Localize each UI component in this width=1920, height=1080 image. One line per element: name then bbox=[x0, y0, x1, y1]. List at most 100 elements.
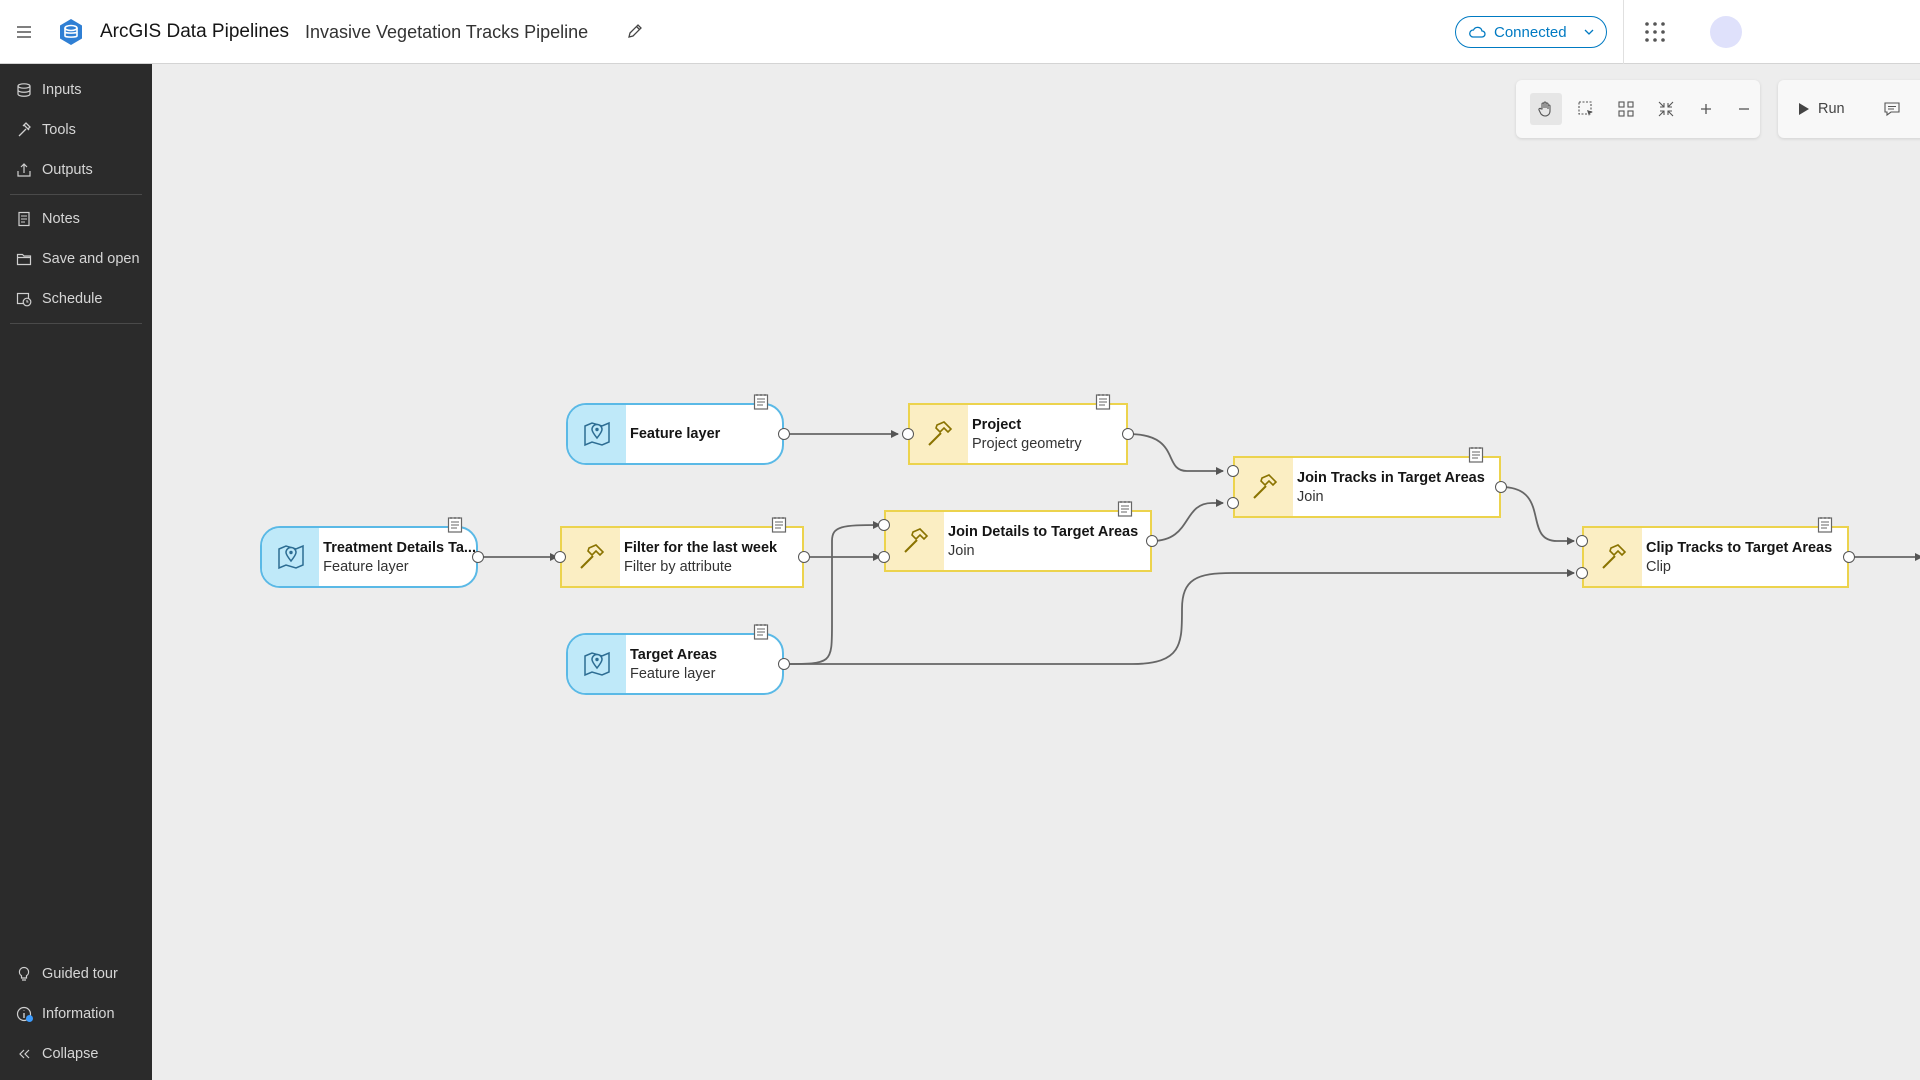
chevron-down-icon bbox=[1584, 29, 1594, 35]
app-launcher-grid-icon[interactable] bbox=[1643, 20, 1667, 44]
sidebar: Inputs Tools Outputs Notes Save and open… bbox=[0, 64, 152, 1080]
map-pin-layer-icon bbox=[568, 405, 626, 463]
sidebar-item-label: Notes bbox=[42, 211, 80, 227]
node-title: Filter for the last week bbox=[624, 539, 778, 556]
sidebar-item-guided-tour[interactable]: Guided tour bbox=[0, 956, 152, 992]
node-title: Target Areas bbox=[630, 646, 718, 663]
clock-calendar-icon bbox=[16, 292, 32, 307]
zoom-in-icon[interactable] bbox=[1690, 93, 1722, 125]
output-port[interactable] bbox=[1122, 428, 1134, 440]
input-port[interactable] bbox=[878, 551, 890, 563]
output-port[interactable] bbox=[1146, 535, 1158, 547]
sidebar-item-inputs[interactable]: Inputs bbox=[0, 72, 152, 108]
node-note-icon[interactable] bbox=[442, 512, 468, 538]
sidebar-item-outputs[interactable]: Outputs bbox=[0, 152, 152, 188]
sidebar-item-label: Information bbox=[42, 1006, 115, 1022]
input-port[interactable] bbox=[1227, 465, 1239, 477]
hammer-icon bbox=[1584, 528, 1642, 586]
output-port[interactable] bbox=[472, 551, 484, 563]
node-title: Treatment Details Ta... bbox=[323, 539, 476, 556]
messages-icon[interactable] bbox=[1876, 93, 1908, 125]
lightbulb-icon bbox=[18, 966, 30, 981]
input-port[interactable] bbox=[878, 519, 890, 531]
cloud-icon bbox=[1469, 26, 1486, 38]
sidebar-item-label: Outputs bbox=[42, 162, 93, 178]
sidebar-item-tools[interactable]: Tools bbox=[0, 112, 152, 148]
input-port[interactable] bbox=[1576, 535, 1588, 547]
app-title: ArcGIS Data Pipelines bbox=[100, 21, 290, 42]
zoom-to-fit-icon[interactable] bbox=[1650, 93, 1682, 125]
input-port[interactable] bbox=[1227, 497, 1239, 509]
node-note-icon[interactable] bbox=[1090, 389, 1116, 415]
info-icon bbox=[16, 1006, 32, 1022]
node-target-areas[interactable]: Target Areas Feature layer bbox=[566, 624, 784, 695]
output-port[interactable] bbox=[778, 428, 790, 440]
run-button[interactable]: Run bbox=[1798, 93, 1845, 125]
connection-status-button[interactable]: Connected bbox=[1455, 16, 1607, 48]
map-pin-layer-icon bbox=[568, 635, 626, 693]
notification-dot bbox=[26, 1015, 33, 1022]
node-subtitle: Project geometry bbox=[972, 435, 1082, 452]
node-project[interactable]: Project Project geometry bbox=[908, 394, 1128, 465]
chevrons-left-icon bbox=[19, 1049, 30, 1059]
node-note-icon[interactable] bbox=[766, 512, 792, 538]
output-port[interactable] bbox=[1495, 481, 1507, 493]
node-note-icon[interactable] bbox=[1812, 512, 1838, 538]
sidebar-divider bbox=[10, 323, 142, 324]
node-title: Join Details to Target Areas bbox=[948, 523, 1139, 540]
pipeline-title: Invasive Vegetation Tracks Pipeline bbox=[305, 22, 589, 42]
sidebar-item-save-and-open[interactable]: Save and open bbox=[0, 241, 152, 277]
pipeline-connections bbox=[478, 430, 1920, 665]
edge-join-details-to-join-tracks bbox=[1151, 499, 1224, 542]
sidebar-item-label: Collapse bbox=[42, 1046, 99, 1062]
sidebar-item-notes[interactable]: Notes bbox=[0, 201, 152, 237]
node-subtitle: Join bbox=[1297, 488, 1324, 505]
node-note-icon[interactable] bbox=[1463, 442, 1489, 468]
node-title: Feature layer bbox=[630, 426, 721, 442]
node-note-icon[interactable] bbox=[748, 389, 774, 415]
node-subtitle: Feature layer bbox=[323, 558, 409, 575]
sidebar-item-label: Tools bbox=[42, 122, 76, 138]
input-port[interactable] bbox=[554, 551, 566, 563]
auto-layout-icon[interactable] bbox=[1610, 93, 1642, 125]
sidebar-item-collapse[interactable]: Collapse bbox=[0, 1036, 152, 1072]
sidebar-item-schedule[interactable]: Schedule bbox=[0, 281, 152, 317]
node-title: Clip Tracks to Target Areas bbox=[1646, 539, 1833, 556]
hammer-icon bbox=[886, 512, 944, 570]
sidebar-item-label: Schedule bbox=[42, 291, 103, 307]
node-feature-layer[interactable]: Feature layer bbox=[566, 394, 784, 465]
edge-project-to-join-tracks bbox=[1127, 433, 1224, 475]
hammer-icon bbox=[18, 122, 31, 137]
input-port[interactable] bbox=[1576, 567, 1588, 579]
sidebar-divider bbox=[10, 194, 142, 195]
select-box-icon[interactable] bbox=[1570, 93, 1602, 125]
zoom-out-icon[interactable] bbox=[1728, 93, 1760, 125]
node-join-details[interactable]: Join Details to Target Areas Join bbox=[884, 501, 1152, 572]
output-port[interactable] bbox=[778, 658, 790, 670]
edge-join-tracks-to-clip bbox=[1500, 486, 1575, 545]
pipeline-canvas[interactable]: Feature layer Treatment Details Ta... Fe… bbox=[152, 64, 1920, 1080]
node-subtitle: Feature layer bbox=[630, 665, 716, 682]
node-subtitle: Join bbox=[948, 542, 975, 559]
output-port[interactable] bbox=[798, 551, 810, 563]
pan-hand-icon[interactable] bbox=[1530, 93, 1562, 125]
node-join-tracks[interactable]: Join Tracks in Target Areas Join bbox=[1233, 447, 1501, 518]
node-note-icon[interactable] bbox=[748, 619, 774, 645]
sidebar-item-label: Save and open bbox=[42, 251, 140, 267]
node-filter[interactable]: Filter for the last week Filter by attri… bbox=[560, 517, 804, 588]
user-avatar[interactable] bbox=[1710, 16, 1742, 48]
hammer-icon bbox=[562, 528, 620, 586]
edit-pencil-icon[interactable] bbox=[624, 20, 646, 42]
run-button-label: Run bbox=[1818, 101, 1845, 117]
note-icon bbox=[18, 211, 30, 227]
input-port[interactable] bbox=[902, 428, 914, 440]
database-icon bbox=[17, 83, 31, 97]
node-note-icon[interactable] bbox=[1112, 496, 1138, 522]
node-treatment-details[interactable]: Treatment Details Ta... Feature layer bbox=[260, 517, 478, 588]
header-divider bbox=[1623, 0, 1624, 64]
sidebar-item-information[interactable]: Information bbox=[0, 996, 152, 1032]
node-clip-tracks[interactable]: Clip Tracks to Target Areas Clip bbox=[1582, 517, 1849, 588]
output-port[interactable] bbox=[1843, 551, 1855, 563]
hamburger-menu-icon[interactable] bbox=[14, 20, 34, 44]
map-pin-layer-icon bbox=[262, 528, 320, 586]
